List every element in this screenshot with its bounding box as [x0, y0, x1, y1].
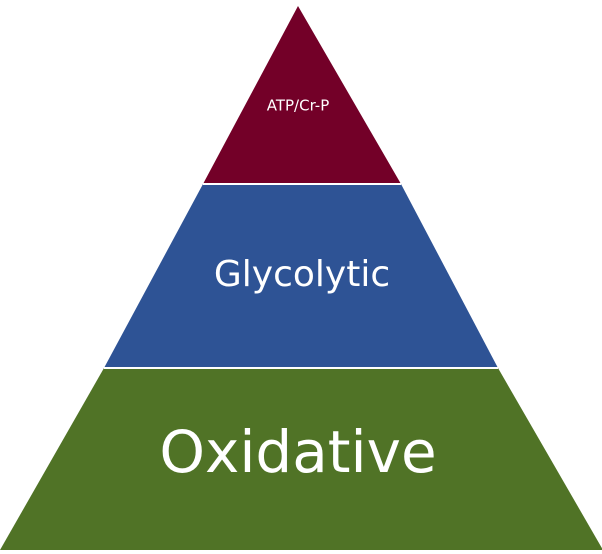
tier-label-glycolytic: Glycolytic — [214, 254, 390, 295]
tier-label-oxidative: Oxidative — [159, 418, 436, 486]
tier-label-atp-cr-p: ATP/Cr-P — [267, 97, 330, 115]
tier-oxidative — [0, 368, 602, 550]
tier-glycolytic — [104, 184, 498, 368]
tier-atp-cr-p — [203, 6, 401, 184]
